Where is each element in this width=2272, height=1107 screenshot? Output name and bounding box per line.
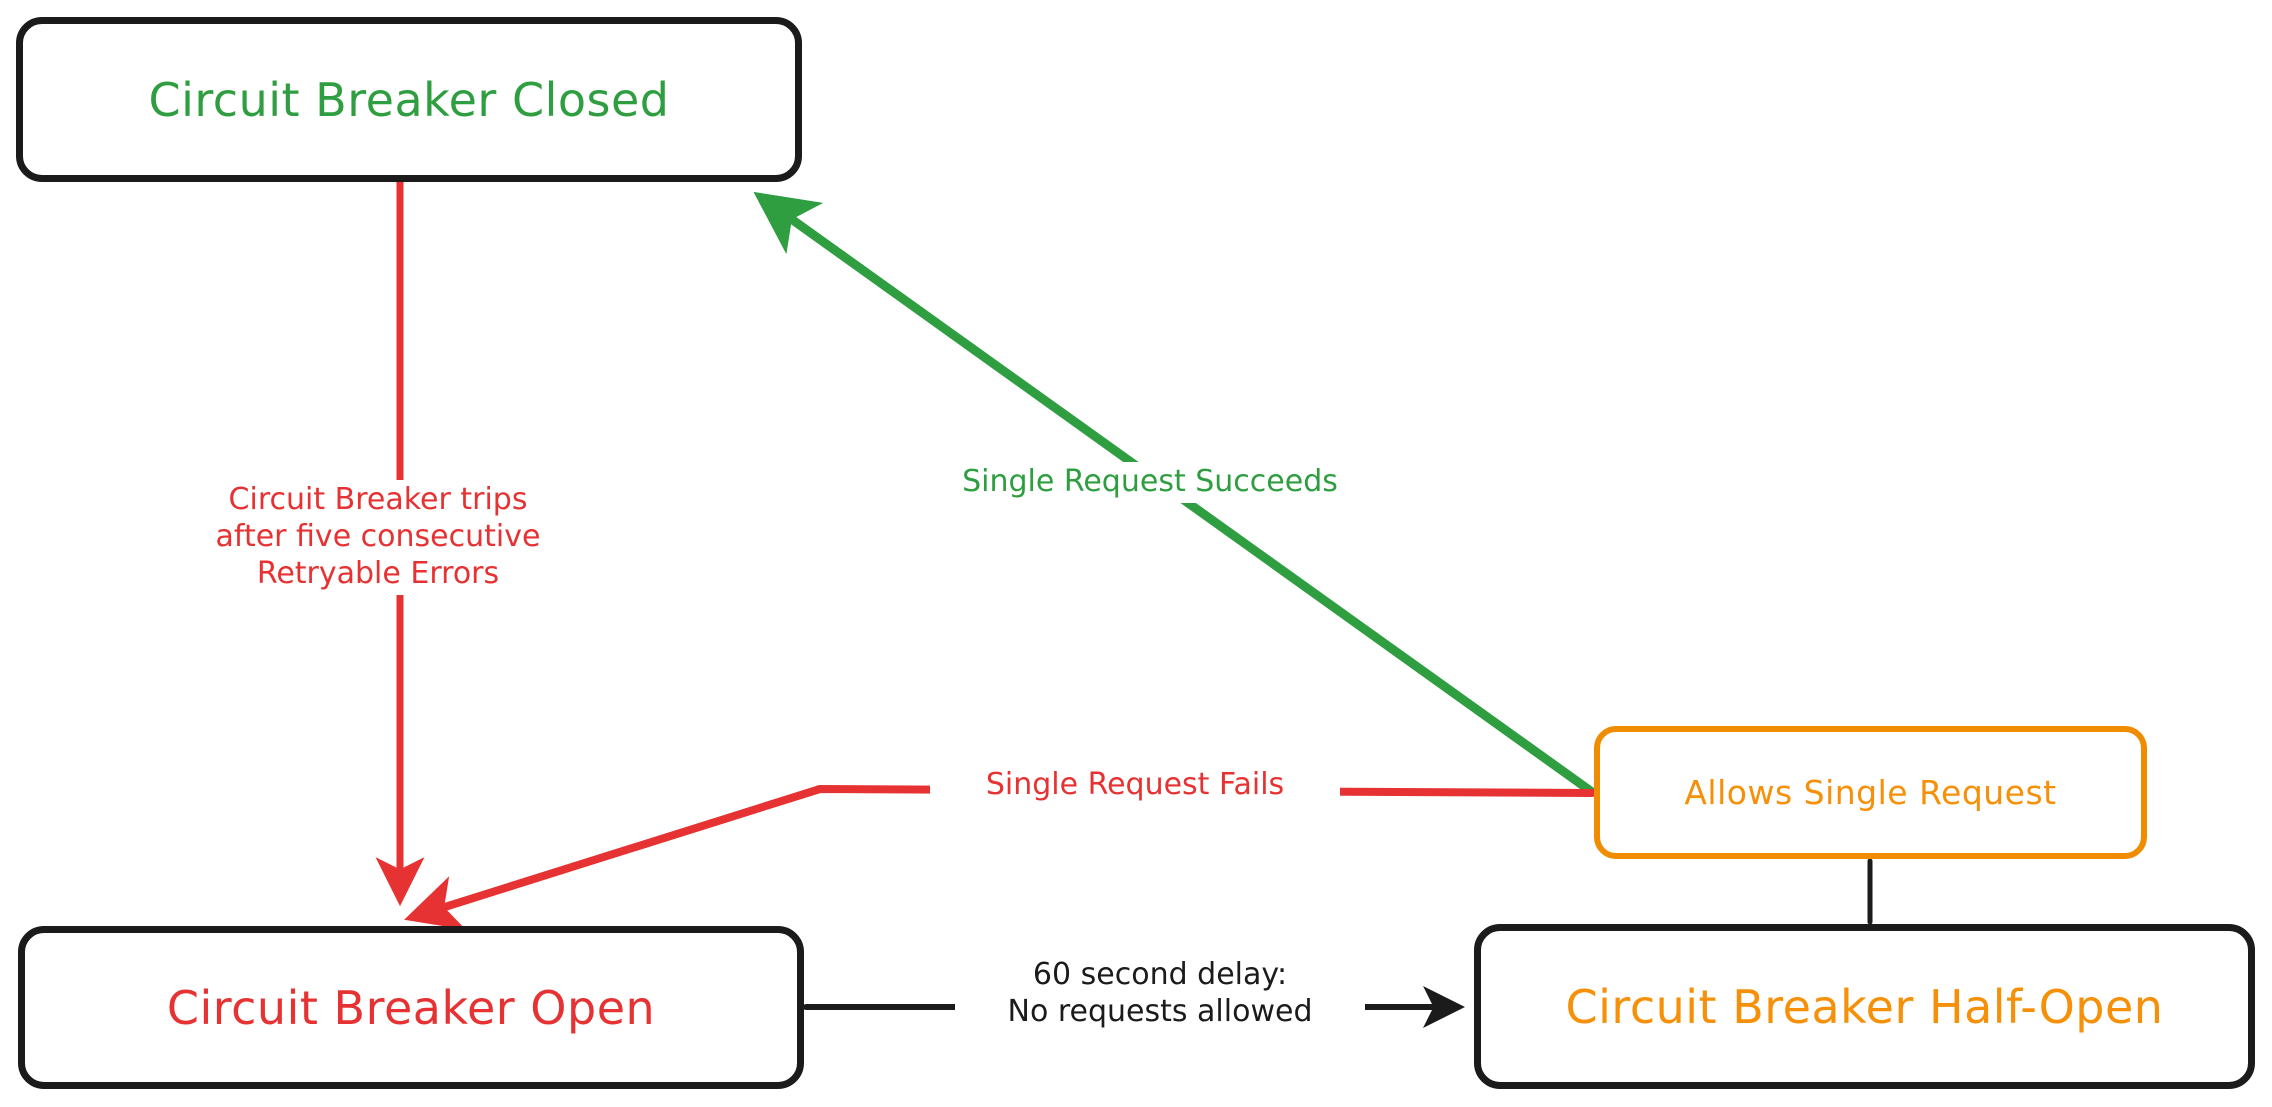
node-circuit-breaker-half-open[interactable]: Circuit Breaker Half-Open bbox=[1474, 924, 2255, 1089]
node-label-closed: Circuit Breaker Closed bbox=[148, 72, 670, 127]
edge-label-sixty-second-delay: 60 second delay: No requests allowed bbox=[955, 955, 1365, 1033]
edge-label-circuit-breaker-trips: Circuit Breaker trips after five consecu… bbox=[168, 480, 588, 595]
edge-label-single-request-succeeds: Single Request Succeeds bbox=[900, 462, 1400, 503]
node-label-open: Circuit Breaker Open bbox=[166, 980, 656, 1035]
node-allows-single-request[interactable]: Allows Single Request bbox=[1594, 726, 2147, 859]
node-circuit-breaker-closed[interactable]: Circuit Breaker Closed bbox=[16, 17, 802, 182]
node-label-half-open: Circuit Breaker Half-Open bbox=[1565, 979, 2164, 1034]
node-circuit-breaker-open[interactable]: Circuit Breaker Open bbox=[18, 926, 804, 1089]
node-label-allows-single-request: Allows Single Request bbox=[1684, 773, 2057, 812]
edge-allows-to-open bbox=[404, 785, 1596, 930]
edge-label-single-request-fails: Single Request Fails bbox=[930, 765, 1340, 806]
